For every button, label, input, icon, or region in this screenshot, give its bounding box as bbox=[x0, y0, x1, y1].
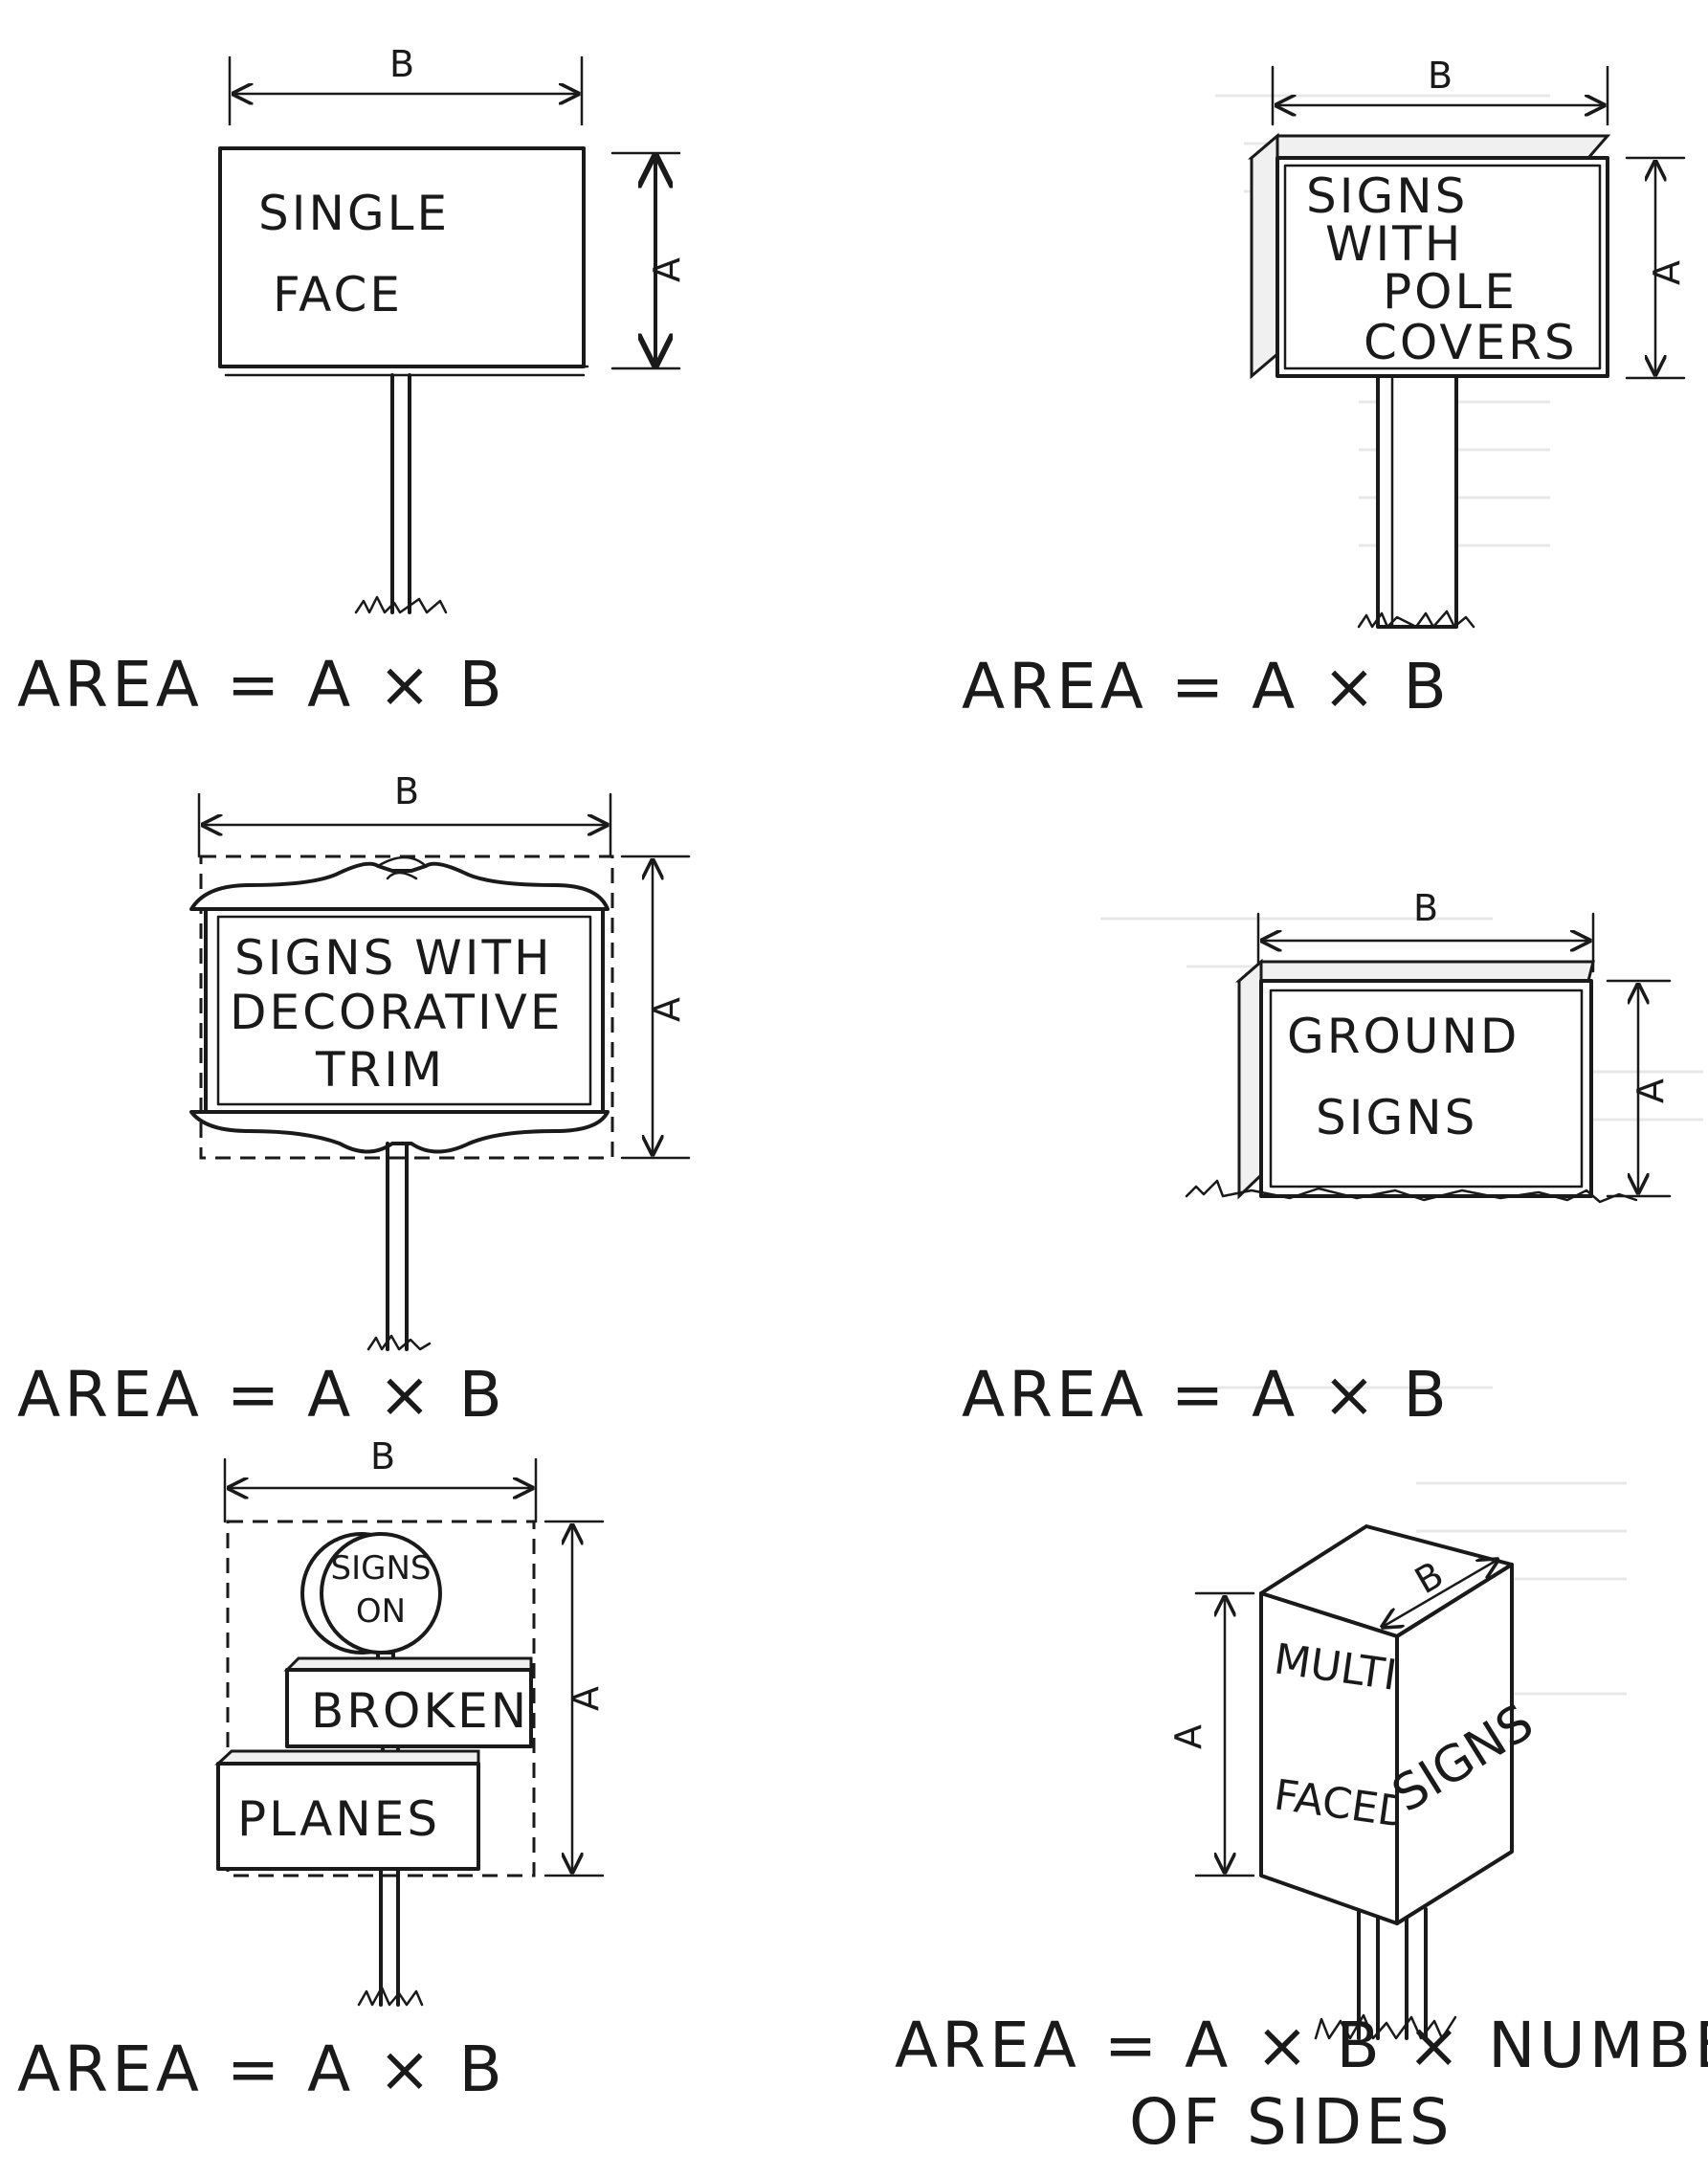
dim-label-b: B bbox=[1413, 887, 1438, 929]
dim-label-a: A bbox=[1167, 1724, 1209, 1749]
area-formula: AREA = A × B bbox=[962, 1358, 1451, 1432]
grass-tuft bbox=[356, 597, 446, 612]
sign-text-line-1: SINGLE bbox=[258, 186, 450, 241]
decorative-top-trim bbox=[191, 864, 608, 909]
dim-label-a: A bbox=[1630, 1078, 1672, 1103]
sign-text-line-2: DECORATIVE bbox=[230, 985, 563, 1040]
panel-text-broken: BROKEN bbox=[311, 1683, 529, 1739]
panel-text-planes: PLANES bbox=[237, 1791, 440, 1847]
sign-text-line-3: TRIM bbox=[315, 1042, 445, 1098]
area-formula: AREA = A × B bbox=[17, 2033, 506, 2106]
dim-label-b: B bbox=[394, 770, 419, 812]
sign-text-line-2: FACE bbox=[273, 267, 403, 322]
grass-tuft bbox=[368, 1336, 430, 1349]
dim-label-a: A bbox=[646, 997, 688, 1022]
panel-ground-signs: B A GROUND SIGNS AREA = A × B bbox=[962, 887, 1672, 1432]
sign-text-line-4: COVERS bbox=[1364, 315, 1578, 370]
circle-text-line-2: ON bbox=[356, 1592, 406, 1631]
sign-text-line-1: SIGNS WITH bbox=[234, 930, 553, 986]
decorative-bottom-trim bbox=[191, 1112, 608, 1152]
area-formula: AREA = A × B bbox=[17, 1358, 506, 1432]
area-formula-line-2: OF SIDES bbox=[1129, 2085, 1453, 2159]
sign-text-line-1: GROUND bbox=[1287, 1009, 1519, 1064]
dim-label-b: B bbox=[389, 43, 414, 85]
dim-label-a: A bbox=[646, 257, 688, 282]
panel-pole-covers: B A SIGNS WITH POLE COVERS AREA = A × B bbox=[962, 55, 1688, 723]
grass-tuft bbox=[359, 1988, 422, 2005]
panel-broken-planes: B A SIGNS ON BROKEN PLANES AREA = A × B bbox=[17, 1435, 607, 2106]
panel-multi-faced: B MULTI FACED SIGNS A AREA = A × B × NUM… bbox=[895, 1526, 1708, 2159]
dim-label-a: A bbox=[565, 1686, 607, 1711]
sign-text-line-3: POLE bbox=[1383, 264, 1518, 320]
sign-text-line-2: SIGNS bbox=[1316, 1090, 1477, 1145]
circle-text-line-1: SIGNS bbox=[331, 1549, 432, 1588]
single-face-sign-board bbox=[220, 148, 584, 367]
dim-label-b: B bbox=[370, 1435, 395, 1477]
dim-label-a: A bbox=[1646, 260, 1688, 285]
area-formula: AREA = A × B bbox=[962, 650, 1451, 723]
panel-decorative-trim: B A SIGNS WITH DECORATIVE TRIM AREA = A … bbox=[17, 770, 689, 1432]
area-formula: AREA = A × B bbox=[17, 648, 506, 722]
panel-single-face: B A SINGLE FACE AREA = A × B bbox=[17, 43, 688, 722]
area-formula-line-1: AREA = A × B × NUMBER bbox=[895, 2009, 1708, 2082]
dim-label-b: B bbox=[1428, 55, 1453, 97]
pole-cover bbox=[1378, 376, 1456, 627]
